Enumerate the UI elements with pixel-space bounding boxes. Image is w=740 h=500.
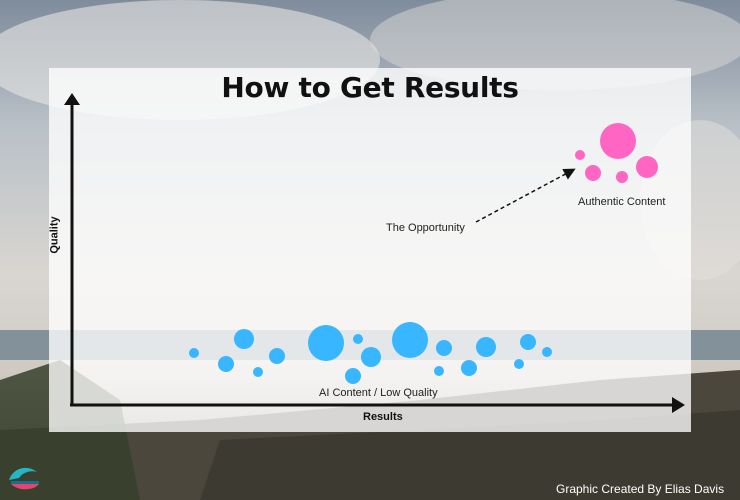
- x-axis-arrowhead: [672, 397, 685, 413]
- diagram-panel: [49, 68, 691, 432]
- ai-bubble: [434, 366, 444, 376]
- authentic-bubble: [575, 150, 585, 160]
- ai-bubble: [520, 334, 536, 350]
- diagram-title: How to Get Results: [221, 71, 519, 104]
- ai-bubble: [542, 347, 552, 357]
- ai-bubble: [189, 348, 199, 358]
- y-axis-label: Quality: [48, 216, 61, 254]
- authentic-bubble: [616, 171, 628, 183]
- opportunity-label: The Opportunity: [386, 222, 465, 234]
- authentic-bubble: [636, 156, 658, 178]
- ai-bubble: [514, 359, 524, 369]
- authentic-content-label: Authentic Content: [578, 196, 666, 208]
- graphic-credit: Graphic Created By Elias Davis: [556, 482, 725, 496]
- ai-bubble: [392, 322, 428, 358]
- ai-bubble: [353, 334, 363, 344]
- ai-content-label: AI Content / Low Quality: [319, 387, 438, 399]
- ai-bubble: [269, 348, 285, 364]
- ai-bubble: [436, 340, 452, 356]
- ai-bubble: [308, 325, 344, 361]
- ai-bubble: [234, 329, 254, 349]
- authentic-bubble: [600, 123, 636, 159]
- x-axis-label: Results: [363, 411, 403, 423]
- ai-bubble: [253, 367, 263, 377]
- ai-bubble: [361, 347, 381, 367]
- brand-logo: [9, 467, 39, 490]
- ai-bubble: [345, 368, 361, 384]
- ai-content-bubbles: [189, 322, 552, 384]
- ai-bubble: [461, 360, 477, 376]
- authentic-bubble: [585, 165, 601, 181]
- opportunity-arrow: [475, 168, 576, 223]
- y-axis-arrowhead: [64, 93, 80, 105]
- ai-bubble: [218, 356, 234, 372]
- ai-bubble: [476, 337, 496, 357]
- authentic-content-bubbles: [575, 123, 658, 183]
